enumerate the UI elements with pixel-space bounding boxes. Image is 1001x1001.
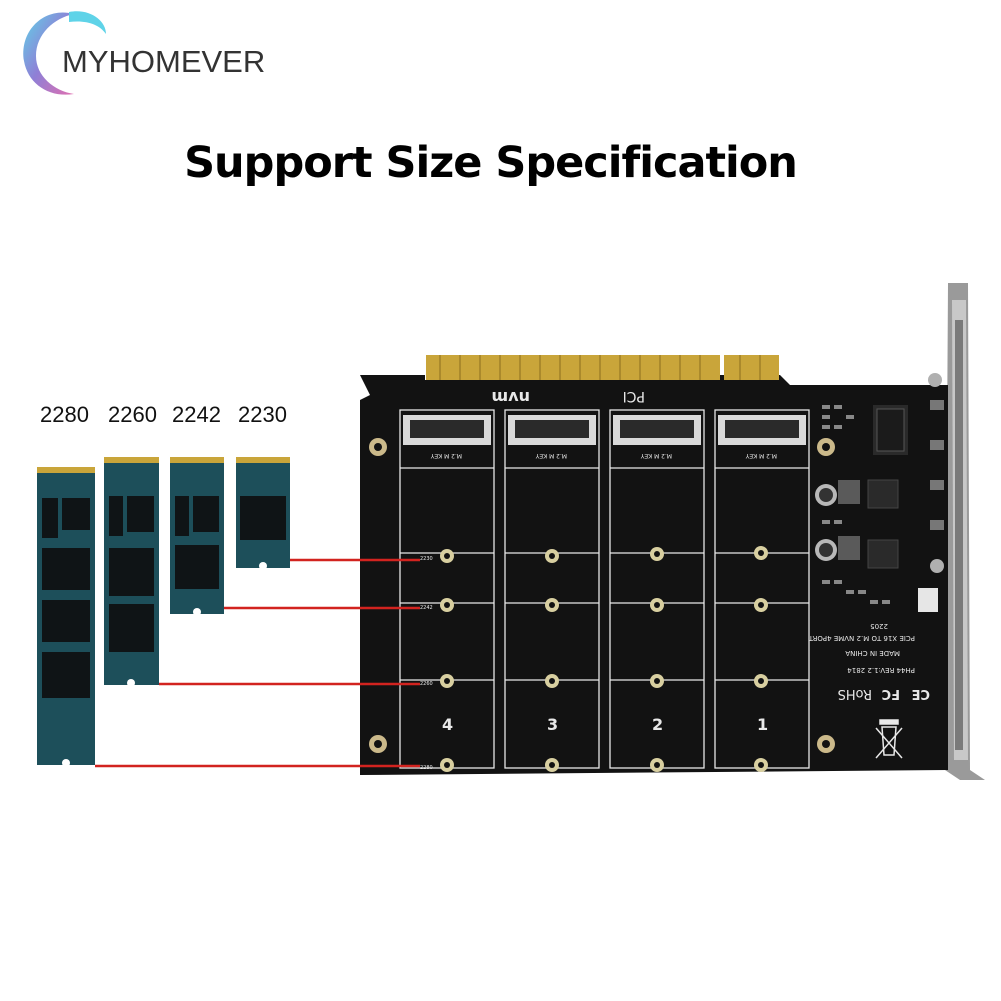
pcie-logo: PCI (623, 388, 645, 404)
ssd-2260 (104, 457, 159, 687)
size-guide-lines (95, 558, 420, 768)
size-label-2242: 2242 (172, 402, 221, 427)
page-title: Support Size Specification (184, 138, 798, 188)
weee-bin-icon (875, 719, 903, 759)
slot-number-3: 3 (547, 715, 558, 734)
size-label-2280: 2280 (40, 402, 89, 427)
rohs-mark: RoHS (838, 686, 872, 701)
brand-logo-icon (23, 11, 106, 95)
ssd-2280 (37, 467, 95, 767)
slot-number-1: 1 (757, 715, 768, 734)
slot-number-2: 2 (652, 715, 663, 734)
board-origin: MADE IN CHINA (845, 649, 900, 657)
ce-mark: CE (912, 686, 930, 701)
fc-mark: FC (882, 686, 900, 701)
slot-number-4: 4 (442, 715, 453, 734)
size-label-2260: 2260 (108, 402, 157, 427)
mark-2280: 2280 (420, 765, 433, 771)
connector-label-2: M.2 M KEY (640, 452, 672, 459)
nvme-logo: nvm (492, 388, 531, 407)
board-model: PCIE X16 TO M.2 NVME 4PORT (808, 634, 915, 642)
brand-name: MYHOMEVER (62, 44, 266, 79)
size-label-2230: 2230 (238, 402, 287, 427)
pcie-bracket (945, 283, 985, 780)
board-date: 2205 (870, 622, 888, 630)
mark-2260: 2260 (420, 681, 433, 687)
connector-label-1: M.2 M KEY (745, 452, 777, 459)
pcie-adapter-board: nvm PCI M.2 M (360, 355, 948, 775)
connector-label-3: M.2 M KEY (535, 452, 567, 459)
mark-2230: 2230 (420, 556, 433, 562)
ssd-2242 (170, 457, 224, 616)
board-components (815, 373, 944, 612)
mark-2242: 2242 (420, 605, 433, 611)
connector-label-4: M.2 M KEY (430, 452, 462, 459)
m2-connectors (403, 415, 806, 445)
ssd-2230 (236, 457, 290, 570)
board-revision: PH44 REV:1.2 2814 (847, 666, 915, 674)
